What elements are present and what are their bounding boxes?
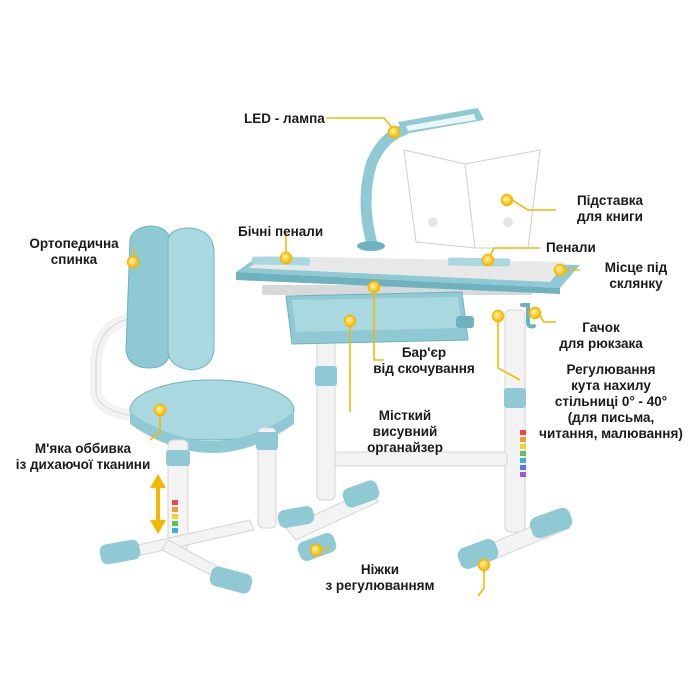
label-line: висувний [372, 424, 438, 439]
label-line: Гачок [582, 320, 620, 335]
label-line: Ніжки [360, 562, 400, 577]
height-scale-chair [172, 500, 178, 533]
label-line: (для письма, [567, 410, 655, 425]
label-line: із дихаючої тканини [15, 457, 151, 472]
label-line: Бар'єр [401, 345, 447, 360]
label-line: Регулювання [566, 362, 656, 377]
label-line: кута нахилу [571, 378, 651, 393]
label-organizer: Місткий висувний органайзер [356, 408, 454, 456]
label-upholstery: М'яка оббивка із дихаючої тканини [8, 441, 158, 473]
label-cup-place: Місце під склянку [586, 260, 686, 292]
label-legs: Ніжки з регулюванням [320, 562, 440, 594]
label-led-lamp: LED - лампа [244, 111, 325, 126]
label-cases: Пенали [546, 240, 596, 255]
label-line: М'яка оббивка [34, 441, 132, 456]
label-line: стільниці 0° - 40° [554, 394, 668, 409]
label-line: Ортопедична [29, 236, 119, 251]
label-line: від скочування [373, 361, 475, 376]
book-stand [403, 149, 541, 249]
label-line: органайзер [367, 440, 443, 455]
label-book-stand: Підставка для книги [560, 193, 660, 225]
label-line: для рюкзака [559, 336, 643, 351]
label-line: з регулюванням [325, 578, 435, 593]
chair [90, 225, 315, 594]
label-line: Місце під [604, 260, 668, 275]
callout-lines [133, 117, 580, 597]
label-line: читання, малювання) [539, 426, 683, 441]
desk [236, 256, 580, 569]
label-line: Підставка [576, 193, 644, 208]
callout-dots [126, 125, 567, 572]
label-tilt: Регулювання кута нахилу стільниці 0° - 4… [536, 362, 686, 442]
label-backrest: Ортопедична спинка [18, 236, 130, 268]
label-side-cases: Бічні пенали [238, 224, 324, 239]
label-line: склянку [609, 276, 663, 291]
height-scale-right [520, 430, 526, 477]
label-slide-barrier: Бар'єр від скочування [368, 345, 480, 377]
label-line: для книги [577, 209, 643, 224]
label-line: спинка [50, 252, 98, 267]
label-line: Місткий [378, 408, 432, 423]
label-bag-hook: Гачок для рюкзака [556, 320, 646, 352]
height-adjust-arrow [150, 474, 166, 534]
